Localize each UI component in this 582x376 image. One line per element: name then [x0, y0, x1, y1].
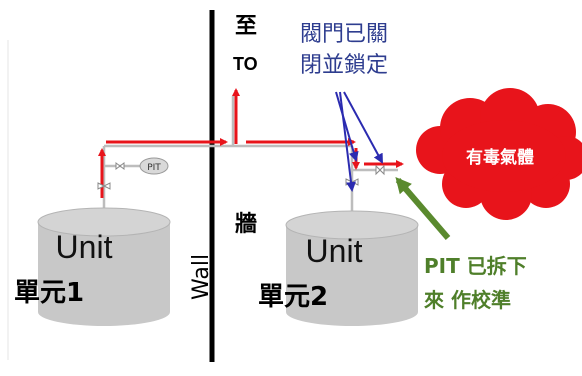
pit-pointer-arrow [395, 176, 451, 240]
pit-instrument [139, 157, 169, 175]
wall-label-zh: 牆 [235, 212, 258, 237]
pit-tag: PIT [147, 163, 161, 173]
valve-note-line-2: 閉並鎖定 [300, 53, 389, 78]
pit-note-line-2: 來 作校準 [424, 288, 511, 312]
unit1-caption: 單元1 [14, 278, 85, 308]
tank-label-unit2: Unit [306, 233, 363, 269]
valve-note-line-1: 閥門已關 [300, 22, 389, 47]
pit-note-line-1: PIT 已拆下 [424, 254, 527, 278]
toxic-gas-cloud [416, 88, 582, 220]
tank-label-unit1: Unit [56, 229, 113, 265]
valve-pointer-arrows [335, 91, 383, 192]
to-label-en: TO [233, 54, 258, 74]
valves [97, 162, 385, 190]
valve-pit [115, 162, 125, 170]
valve-unit1 [97, 182, 111, 190]
valve-pit2 [375, 164, 385, 176]
tank-unit1 [37, 207, 171, 326]
toxic-gas-label: 有毒氣體 [466, 147, 534, 168]
unit2-caption: 單元2 [258, 282, 329, 312]
to-label-zh: 至 [235, 14, 258, 39]
wall-label-en: Wall [189, 254, 214, 300]
tank-unit2 [285, 210, 419, 326]
